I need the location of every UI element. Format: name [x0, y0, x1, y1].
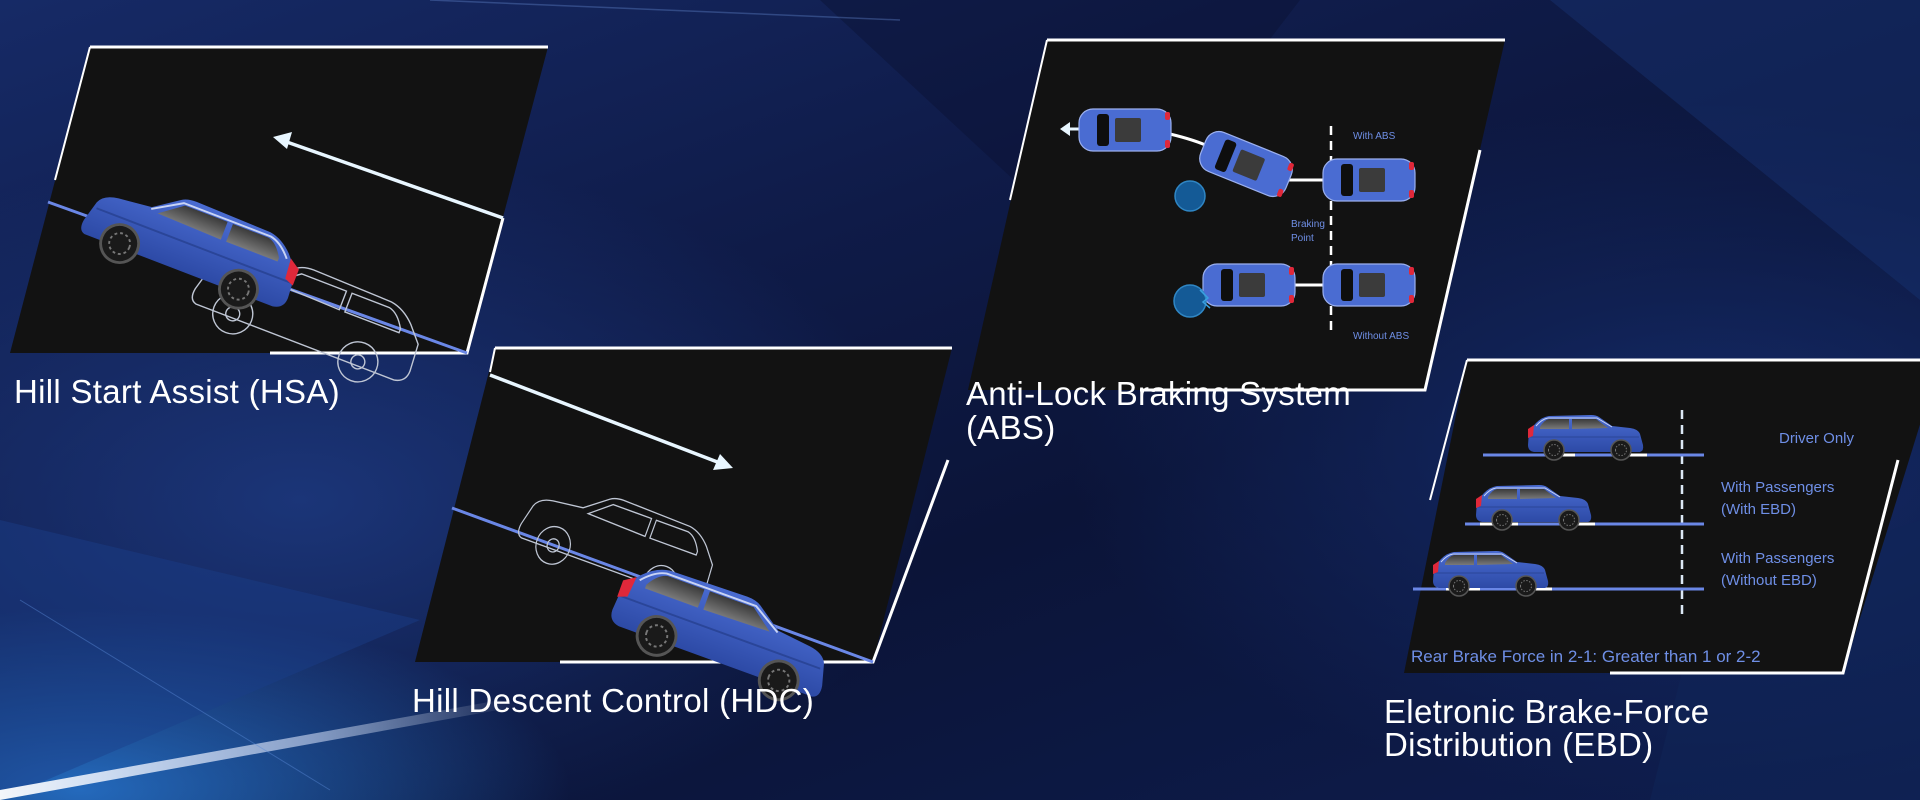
ebd-footer: Rear Brake Force in 2-1: Greater than 1 …: [1411, 647, 1761, 666]
car-top-icon: [1202, 263, 1296, 307]
car-top-icon: [1322, 263, 1416, 307]
abs-label-with: With ABS: [1353, 131, 1396, 142]
arrow-down-right-icon: [489, 373, 733, 470]
arrow-up-left-icon: [273, 132, 504, 220]
abs-title-line1: Anti-Lock Braking System: [966, 375, 1352, 412]
abs-title-line2: (ABS): [966, 409, 1056, 446]
abs-label-braking-1: Braking: [1291, 219, 1325, 230]
hdc-title: Hill Descent Control (HDC): [412, 682, 815, 719]
hdc-panel: [415, 346, 952, 715]
obstacle-circle-icon: [1173, 284, 1207, 318]
ebd-row-2-label-2: (With EBD): [1721, 501, 1796, 518]
ebd-row-3-label-1: With Passengers: [1721, 550, 1834, 567]
ebd-row-1-label: Driver Only: [1779, 430, 1855, 447]
ebd-row-3-label-2: (Without EBD): [1721, 572, 1817, 589]
abs-label-without: Without ABS: [1353, 331, 1409, 342]
hsa-title: Hill Start Assist (HSA): [14, 373, 340, 410]
hsa-panel: [10, 45, 548, 400]
ebd-title-line1: Eletronic Brake-Force: [1384, 693, 1710, 730]
car-top-icon: [1078, 108, 1172, 152]
ebd-title-line2: Distribution (EBD): [1384, 726, 1654, 763]
ebd-row-2-label-1: With Passengers: [1721, 479, 1834, 496]
car-top-icon: [1322, 158, 1416, 202]
obstacle-circle-icon: [1174, 180, 1206, 212]
abs-panel: With ABS Braking Point Without ABS: [968, 38, 1505, 392]
arrow-left-icon: [1060, 122, 1079, 136]
abs-label-braking-2: Point: [1291, 233, 1314, 244]
ebd-panel: Driver Only With Passengers (With EBD) W…: [1404, 358, 1920, 675]
